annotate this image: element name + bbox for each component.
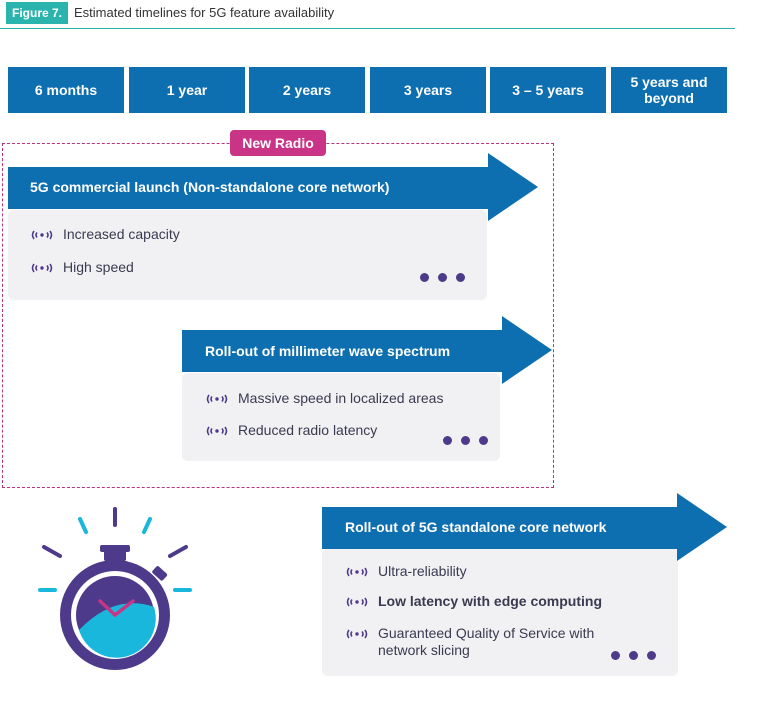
feature-text: Increased capacity xyxy=(63,226,180,242)
phase-2-feature: Reduced radio latency xyxy=(205,422,377,439)
feature-text: High speed xyxy=(63,259,134,275)
feature-text: Reduced radio latency xyxy=(238,422,378,438)
timeline-1-year: 1 year xyxy=(129,67,245,113)
feature-text: Guaranteed Quality of Service with netwo… xyxy=(378,625,595,658)
timeline-6-months: 6 months xyxy=(8,67,124,113)
phase-2-feature: Massive speed in localized areas xyxy=(205,390,443,407)
timeline-3-years: 3 years xyxy=(370,67,486,113)
signal-waves-icon xyxy=(31,230,53,240)
timeline-2-years: 2 years xyxy=(249,67,365,113)
phase-3-more-ellipsis-icon xyxy=(611,651,656,660)
feature-text: Massive speed in localized areas xyxy=(238,390,444,406)
figure-title: Estimated timelines for 5G feature avail… xyxy=(74,5,335,20)
feature-text: Ultra-reliability xyxy=(378,563,467,579)
new-radio-label: New Radio xyxy=(230,130,326,156)
signal-waves-icon xyxy=(206,426,228,436)
stopwatch-icon xyxy=(38,507,192,670)
phase-2-panel xyxy=(182,373,500,461)
phase-2-arrow xyxy=(182,316,552,384)
phase-1-panel xyxy=(8,210,487,300)
phase-3-arrow xyxy=(322,493,727,561)
phase-2-title: Roll-out of millimeter wave spectrum xyxy=(205,343,451,359)
phase-1-arrow xyxy=(8,153,538,221)
phase-3-feature: Low latency with edge computing xyxy=(345,593,602,610)
phase-3-feature: Ultra-reliability xyxy=(345,563,467,580)
phase-2-more-ellipsis-icon xyxy=(443,436,488,445)
timeline-5-years-beyond: 5 years and beyond xyxy=(611,67,727,113)
phase-3-feature: Guaranteed Quality of Service with netwo… xyxy=(345,625,603,659)
phase-1-feature: Increased capacity xyxy=(30,226,180,243)
phase-3-title: Roll-out of 5G standalone core network xyxy=(345,519,607,535)
phase-1-feature: High speed xyxy=(30,259,134,276)
signal-waves-icon xyxy=(206,394,228,404)
signal-waves-icon xyxy=(346,597,368,607)
phase-1-more-ellipsis-icon xyxy=(420,273,465,282)
timeline-3-5-years: 3 – 5 years xyxy=(490,67,606,113)
figure-label: Figure 7. xyxy=(6,2,69,24)
feature-text: Low latency with edge computing xyxy=(378,593,603,609)
signal-waves-icon xyxy=(31,263,53,273)
figure-header: Figure 7. Estimated timelines for 5G fea… xyxy=(0,0,735,29)
phase-1-title: 5G commercial launch (Non-standalone cor… xyxy=(30,179,390,195)
signal-waves-icon xyxy=(346,567,368,577)
signal-waves-icon xyxy=(346,629,368,639)
